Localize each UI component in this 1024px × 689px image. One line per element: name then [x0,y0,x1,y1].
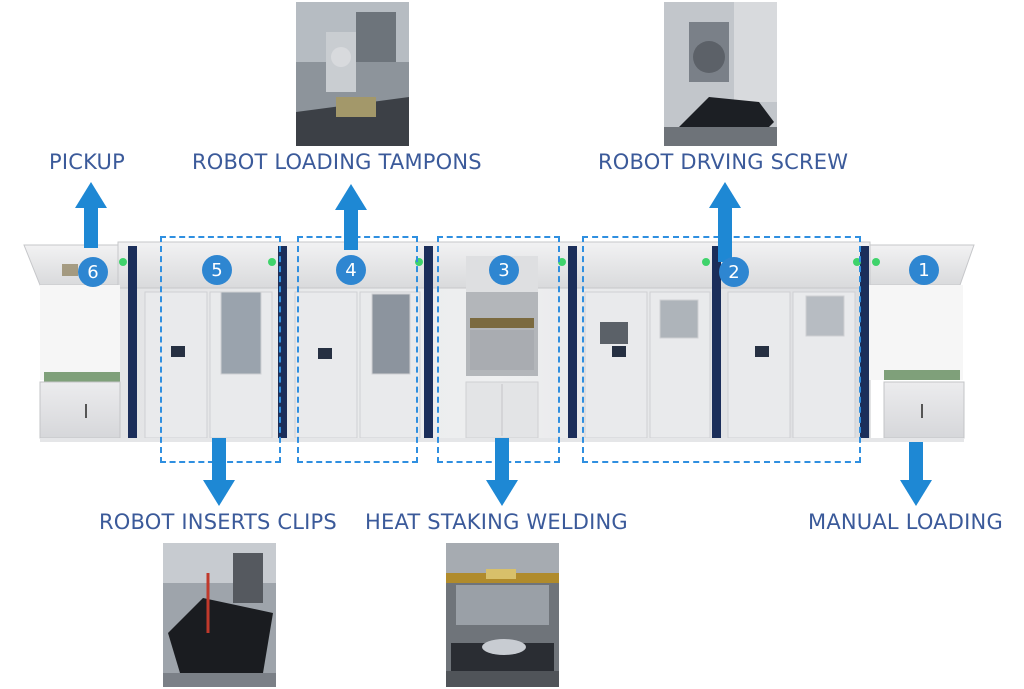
station-badge-5: 5 [202,255,232,285]
arrow-down-manual-loading [900,442,932,506]
left-conveyor-end [40,285,120,380]
pillar [712,246,721,440]
arrow-down-heat-staking [486,438,518,506]
arrow-up-pickup [75,182,107,248]
photo-heat-staking-welding [446,543,559,687]
pillar [278,246,287,440]
arrow-up-loading-tampons [335,184,367,250]
label-robot-driving-screw: ROBOT DRVING SCREW [598,150,849,174]
label-robot-loading-tampons: ROBOT LOADING TAMPONS [192,150,482,174]
station-badge-2: 2 [719,257,749,287]
station-badge-4: 4 [336,255,366,285]
label-pickup: PICKUP [49,150,125,174]
right-conveyor-end [868,285,963,380]
pillar [860,246,869,440]
pillar [568,246,577,440]
label-manual-loading: MANUAL LOADING [808,510,1003,534]
station-badge-1: 1 [909,255,939,285]
right-lower-cabinet [883,381,965,439]
left-lower-cabinet [39,381,121,439]
pillar [128,246,137,440]
label-robot-inserts-clips: ROBOT INSERTS CLIPS [99,510,337,534]
arrow-up-driving-screw [709,182,741,262]
station-badge-6: 6 [78,257,108,287]
photo-robot-driving-screw [664,2,777,146]
label-heat-staking-welding: HEAT STAKING WELDING [365,510,628,534]
photo-robot-loading-tampons [296,2,409,146]
pillar [424,246,433,440]
photo-robot-inserts-clips [163,543,276,687]
station-badge-3: 3 [489,255,519,285]
arrow-down-inserts-clips [203,438,235,506]
